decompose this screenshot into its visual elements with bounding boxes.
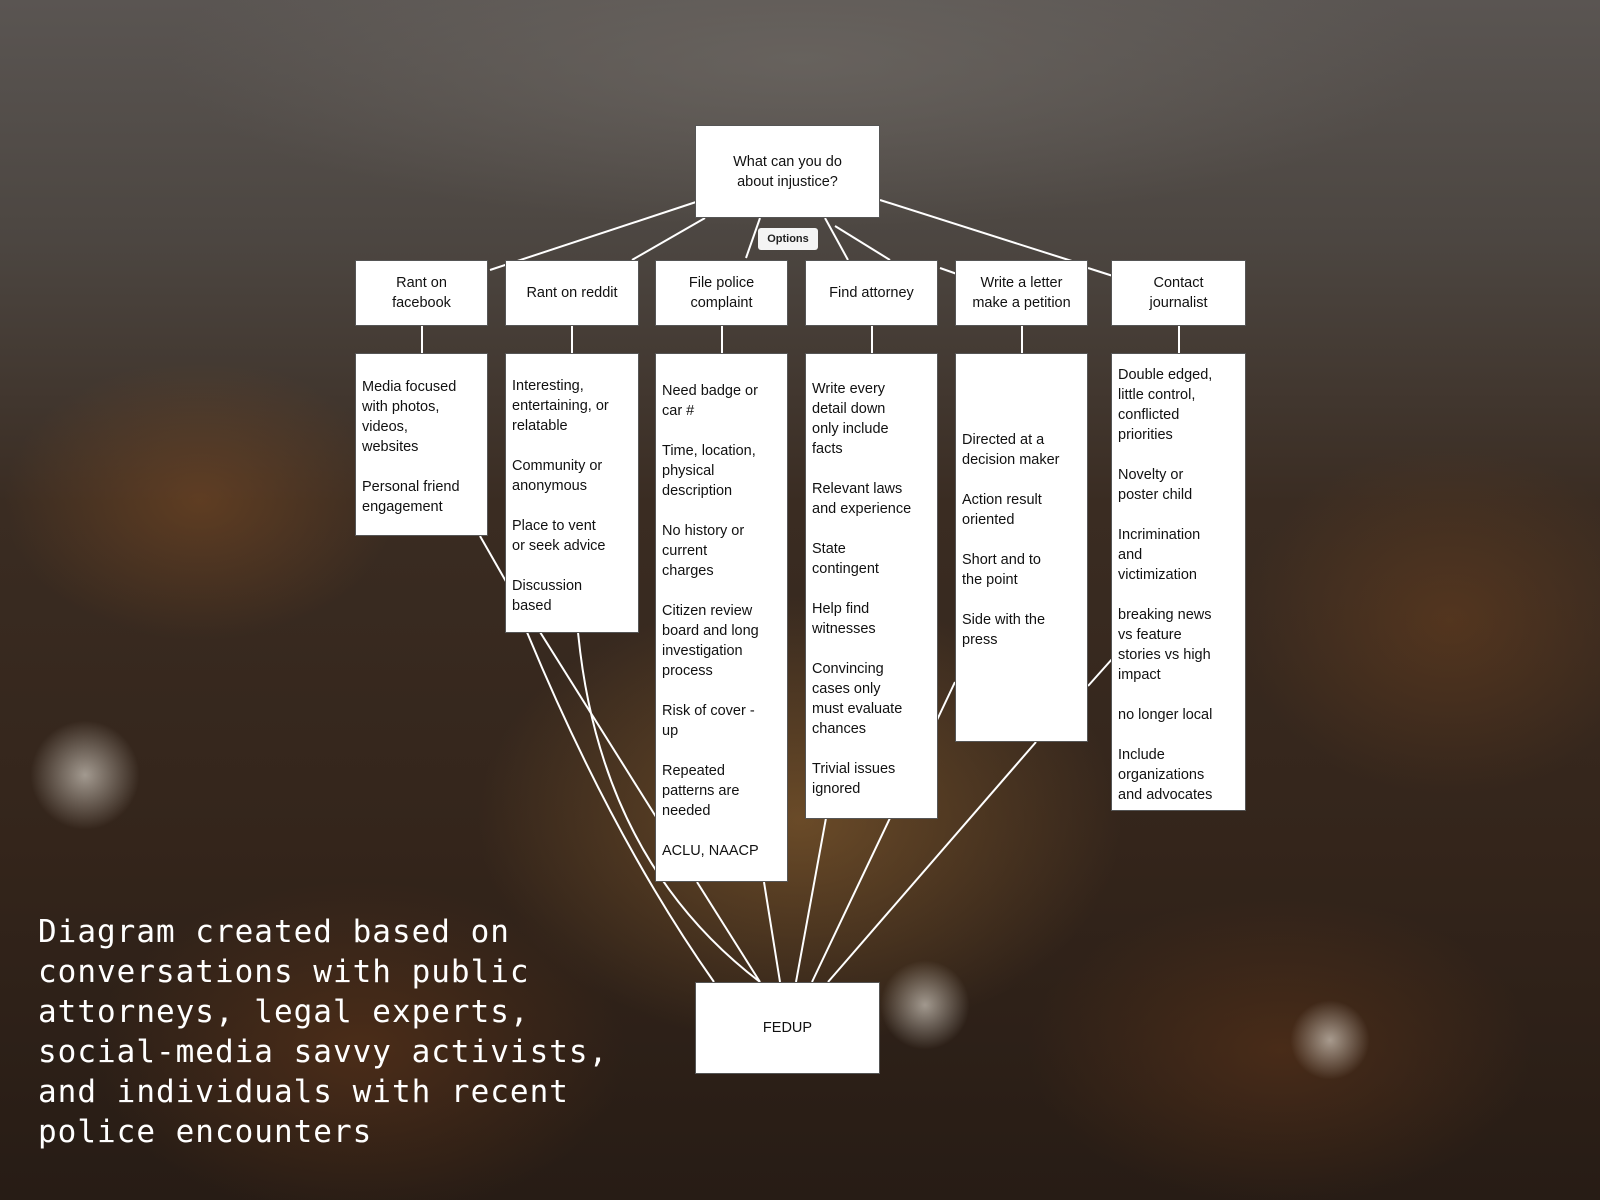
detail-item: Write every detail down only include fac… <box>812 381 889 457</box>
details-reddit: Interesting, entertaining, or relatable … <box>505 353 639 633</box>
details-facebook: Media focused with photos, videos, websi… <box>355 353 488 536</box>
fedup-label: FEDUP <box>762 1020 813 1036</box>
details-police-complaint: Need badge or car # Time, location, phys… <box>655 353 788 882</box>
detail-item: no longer local <box>1118 707 1213 723</box>
details-journalist: Double edged, little control, conflicted… <box>1111 353 1246 811</box>
category-label: File police complaint <box>688 275 755 311</box>
connector-root-journalist <box>1087 267 1114 277</box>
details-letter-petition: Directed at a decision maker Action resu… <box>955 353 1088 742</box>
caption-text: Diagram created based on conversations w… <box>38 914 609 1150</box>
connector-reddit-fedup-2 <box>577 631 761 983</box>
connector-root-attorney <box>824 217 849 261</box>
connector-facebook-fedup-2 <box>507 584 715 983</box>
connector-root-letter <box>879 199 1076 263</box>
detail-item: Relevant laws and experience <box>812 481 912 517</box>
detail-item: ACLU, NAACP <box>662 843 759 859</box>
detail-item: Community or anonymous <box>512 458 603 494</box>
connector-police-fedup-2 <box>763 881 781 983</box>
detail-item: Repeated patterns are needed <box>662 763 740 819</box>
root-question-label: What can you do about injustice? <box>733 153 842 190</box>
detail-item: Place to vent or seek advice <box>512 518 606 554</box>
detail-item: Novelty or poster child <box>1118 467 1193 503</box>
connector-journalist-letter <box>1087 657 1114 687</box>
category-label: Find attorney <box>829 285 914 301</box>
connector-attorney-fedup <box>795 817 827 983</box>
root-question-node: What can you do about injustice? <box>695 125 880 218</box>
detail-item: No history or current charges <box>662 523 745 579</box>
connector-letter-attorney <box>936 681 956 721</box>
detail-item: Convincing cases only must evaluate chan… <box>812 661 903 737</box>
category-label: Rant on facebook <box>392 275 451 311</box>
connector-police-fedup <box>696 881 761 983</box>
fedup-node: FEDUP <box>695 982 880 1074</box>
detail-item: Discussion based <box>512 578 583 614</box>
connector-reddit-fedup <box>539 631 659 821</box>
detail-item: breaking news vs feature stories vs high… <box>1118 607 1212 683</box>
detail-item: Include organizations and advocates <box>1118 747 1213 803</box>
category-reddit: Rant on reddit <box>505 260 639 326</box>
detail-item: Media focused with photos, videos, websi… <box>362 379 457 455</box>
detail-item: Side with the press <box>962 612 1046 648</box>
detail-item: State contingent <box>812 541 879 577</box>
category-police-complaint: File police complaint <box>655 260 788 326</box>
connector-attorney-fedup-2 <box>811 817 891 983</box>
detail-item: Personal friend engagement <box>362 479 460 515</box>
detail-item: Short and to the point <box>962 552 1041 588</box>
category-journalist: Contact journalist <box>1111 260 1246 326</box>
category-label: Contact journalist <box>1149 275 1208 311</box>
connector-facebook-fedup <box>479 535 509 586</box>
detail-item: Need badge or car # <box>662 383 758 419</box>
connector-root-letter-2 <box>939 267 958 275</box>
detail-item: Incrimination and victimization <box>1118 527 1201 583</box>
connector-root-attorney-2 <box>834 225 891 261</box>
connector-root-reddit <box>631 217 706 261</box>
connector-root-police <box>745 217 761 259</box>
detail-item: Action result oriented <box>962 492 1042 528</box>
connector-root-facebook <box>489 201 697 271</box>
category-label: Rant on reddit <box>526 285 618 301</box>
detail-item: Directed at a decision maker <box>962 432 1060 468</box>
detail-item: Time, location, physical description <box>662 443 756 499</box>
detail-item: Citizen review board and long investigat… <box>662 603 759 679</box>
options-tag: Options <box>758 228 818 250</box>
category-letter-petition: Write a letter make a petition <box>955 260 1088 326</box>
category-attorney: Find attorney <box>805 260 938 326</box>
connector-letter-fedup <box>827 741 1037 983</box>
detail-item: Double edged, little control, conflicted… <box>1118 367 1213 443</box>
category-label: Write a letter make a petition <box>972 275 1071 311</box>
detail-item: Interesting, entertaining, or relatable <box>512 378 609 434</box>
detail-item: Help find witnesses <box>812 601 876 637</box>
detail-item: Risk of cover - up <box>662 703 755 739</box>
category-facebook: Rant on facebook <box>355 260 488 326</box>
details-attorney: Write every detail down only include fac… <box>805 353 938 819</box>
detail-item: Trivial issues ignored <box>812 761 896 797</box>
